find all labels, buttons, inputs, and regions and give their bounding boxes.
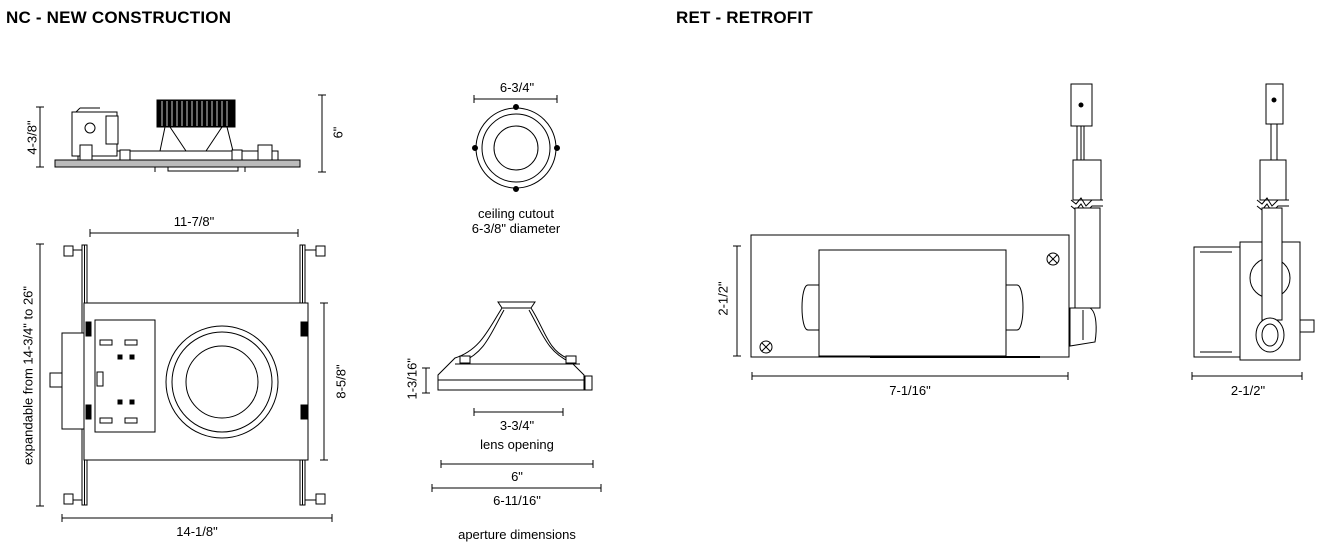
aperture-section bbox=[422, 301, 602, 492]
ret-box-length-label: 7-1/16" bbox=[889, 383, 931, 398]
cutout-diameter-dim-label: 6-3/4" bbox=[499, 80, 535, 95]
nc-side-height-short-label: 4-3/8" bbox=[24, 120, 40, 155]
aperture-lens-dim-label: 3-3/4" bbox=[499, 418, 535, 433]
nc-heading: NC - NEW CONSTRUCTION bbox=[6, 8, 232, 27]
nc-expandable-label: expandable from 14-3/4" to 26" bbox=[20, 285, 36, 466]
nc-side-elevation bbox=[36, 94, 326, 173]
aperture-height-label: 1-3/16" bbox=[404, 358, 420, 400]
ret-heading: RET - RETROFIT bbox=[676, 8, 813, 27]
aperture-outer-dim-label: 6-11/16" bbox=[493, 493, 541, 508]
nc-plan-bottom-width-label: 14-1/8" bbox=[176, 524, 218, 539]
cutout-caption-line2: 6-3/8" diameter bbox=[471, 221, 561, 236]
nc-plan-view bbox=[36, 229, 333, 522]
nc-side-height-tall-label: 6" bbox=[330, 126, 346, 139]
cutout-caption-line1: ceiling cutout bbox=[478, 206, 554, 221]
aperture-lens-opening-label: lens opening bbox=[480, 437, 554, 452]
ret-side-view bbox=[1191, 83, 1315, 380]
aperture-caption: aperture dimensions bbox=[458, 527, 576, 542]
nc-plan-top-width-label: 11-7/8" bbox=[173, 214, 215, 229]
ret-side-width-label: 2-1/2" bbox=[1230, 383, 1266, 398]
ret-driver-box bbox=[733, 83, 1103, 380]
aperture-inner-dim-label: 6" bbox=[511, 469, 523, 484]
ret-box-height-label: 2-1/2" bbox=[715, 281, 731, 316]
ceiling-cutout bbox=[472, 95, 560, 192]
nc-plan-height-label: 8-5/8" bbox=[333, 364, 349, 399]
